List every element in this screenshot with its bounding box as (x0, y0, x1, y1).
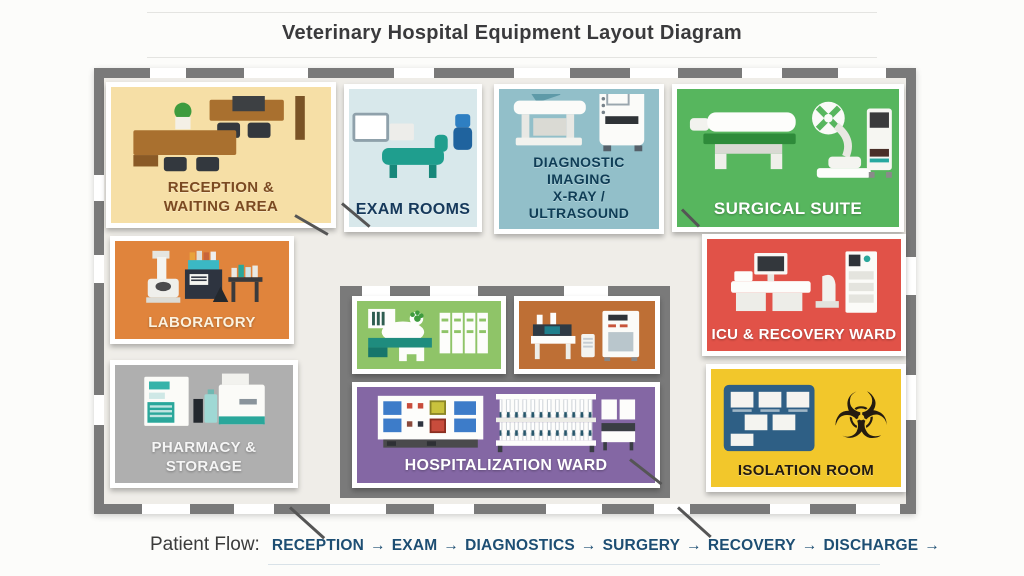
room-label-line: LABORATORY (148, 313, 256, 331)
wall-opening (150, 68, 186, 78)
room-center-sterilization (514, 296, 660, 374)
patient-flow-steps: RECEPTION → EXAM → DIAGNOSTICS → SURGERY → RECOV… (272, 537, 946, 555)
flow-step: RECOVERY (707, 537, 796, 554)
wall-opening (906, 375, 916, 420)
room-label: ICU & RECOVERY WARD (711, 326, 896, 344)
floor-plan: RECEPTION & WAITING AREA EXAM ROOM (94, 68, 916, 540)
wall-opening (362, 286, 390, 296)
flow-arrow-icon: → (580, 537, 597, 554)
room-hospitalization-ward: HOSPITALIZATION WARD (352, 382, 660, 488)
kennel-illustration (360, 392, 652, 456)
wall-opening (94, 175, 104, 201)
patient-flow: Patient Flow: RECEPTION → EXAM → DIAGNOSTICS… (150, 534, 946, 556)
room-label-line: EXAM ROOMS (355, 201, 471, 219)
wall-opening (742, 68, 782, 78)
wall-opening (770, 504, 810, 514)
room-diagnostic-imaging: DIAGNOSTIC IMAGING X-RAY / ULTRASOUND (494, 84, 664, 234)
room-label-line: SURGICAL SUITE (713, 199, 863, 219)
room-label: RECEPTION & WAITING AREA (164, 179, 278, 216)
exam-room-illustration (352, 94, 474, 200)
wall-opening (906, 257, 916, 295)
wall-opening (630, 68, 678, 78)
wall-opening (546, 504, 602, 514)
lab-equipment-illustration (118, 246, 286, 314)
flow-step: DISCHARGE (823, 537, 919, 554)
reception-desk-icon (133, 95, 305, 171)
room-reception: RECEPTION & WAITING AREA (106, 82, 336, 228)
room-isolation: ☣ ISOLATION ROOM (706, 364, 906, 492)
wall-opening (564, 286, 608, 296)
title-divider-bottom (147, 57, 877, 58)
reception-furniture-illustration (114, 92, 328, 179)
room-label-line: RECEPTION & (167, 179, 275, 197)
room-label-line: STORAGE (165, 457, 243, 475)
autoclave-icon (531, 310, 640, 362)
flow-arrow-icon: → (924, 537, 941, 554)
flow-step: EXAM (391, 537, 438, 554)
flow-arrow-icon: → (801, 537, 818, 554)
isolation-illustration: ☣ (714, 374, 898, 462)
room-label-line: ISOLATION ROOM (737, 461, 875, 479)
wall-opening (234, 504, 274, 514)
room-laboratory: LABORATORY (110, 236, 294, 344)
wall-opening (430, 286, 478, 296)
flow-arrow-icon: → (370, 537, 386, 554)
surgery-equipment-illustration (680, 94, 896, 199)
wall-opening (434, 504, 474, 514)
room-label: LABORATORY (148, 314, 255, 332)
icu-equipment-illustration (710, 244, 898, 326)
kennel-cages-icon (377, 394, 636, 453)
room-label-line: WAITING AREA (163, 197, 279, 215)
wall-opening (94, 395, 104, 425)
wall-opening (514, 68, 570, 78)
exam-table-icon (352, 112, 473, 179)
room-label: ISOLATION ROOM (738, 462, 874, 480)
room-center-treatment (352, 296, 506, 374)
medicine-cabinet-icon (143, 373, 265, 427)
imaging-equipment-illustration (502, 94, 656, 154)
flow-arrow-icon: → (443, 537, 460, 554)
surgical-table-icon (689, 101, 892, 178)
wall-opening (142, 504, 190, 514)
xray-machine-icon (513, 94, 645, 152)
wall-opening (244, 68, 308, 78)
pharmacy-shelves-illustration (118, 370, 290, 439)
wall-opening (654, 504, 690, 514)
wall-opening (330, 504, 386, 514)
room-label: DIAGNOSTIC IMAGING X-RAY / ULTRASOUND (502, 154, 656, 222)
flow-arrow-icon: → (686, 537, 702, 554)
wall-opening (856, 504, 900, 514)
room-label: PHARMACY & STORAGE (152, 439, 257, 476)
room-label-line: ICU & RECOVERY WARD (711, 325, 897, 343)
isolation-cages-icon (724, 384, 815, 452)
wall-opening (394, 68, 434, 78)
room-pharmacy-storage: PHARMACY & STORAGE (110, 360, 298, 488)
flow-step: RECEPTION (271, 537, 365, 554)
title-divider-top (147, 12, 877, 13)
room-label: SURGICAL SUITE (714, 199, 862, 220)
room-icu-recovery: ICU & RECOVERY WARD (702, 234, 906, 356)
sterilization-equipment-illustration (523, 305, 651, 365)
treatment-table-illustration (361, 305, 497, 365)
room-exam: EXAM ROOMS (344, 84, 482, 232)
biohazard-icon: ☣ (832, 380, 890, 455)
flow-underline (268, 564, 880, 565)
room-label: EXAM ROOMS (356, 200, 471, 220)
room-surgical-suite: SURGICAL SUITE (672, 84, 904, 232)
flow-step: SURGERY (602, 537, 681, 554)
treatment-table-icon (368, 308, 488, 362)
flow-step: DIAGNOSTICS (465, 537, 575, 554)
microscope-icon (146, 251, 263, 304)
room-label-line: DIAGNOSTIC IMAGING (533, 153, 625, 187)
room-label: HOSPITALIZATION WARD (405, 456, 608, 476)
room-label-line: X-RAY / ULTRASOUND (528, 187, 630, 221)
monitoring-station-icon (731, 251, 877, 314)
wall-opening (838, 68, 886, 78)
room-label-line: HOSPITALIZATION WARD (404, 457, 608, 475)
patient-flow-label: Patient Flow: (150, 534, 260, 555)
wall-opening (94, 255, 104, 283)
page-title: Veterinary Hospital Equipment Layout Dia… (282, 22, 742, 44)
room-label-line: PHARMACY & (151, 439, 257, 457)
